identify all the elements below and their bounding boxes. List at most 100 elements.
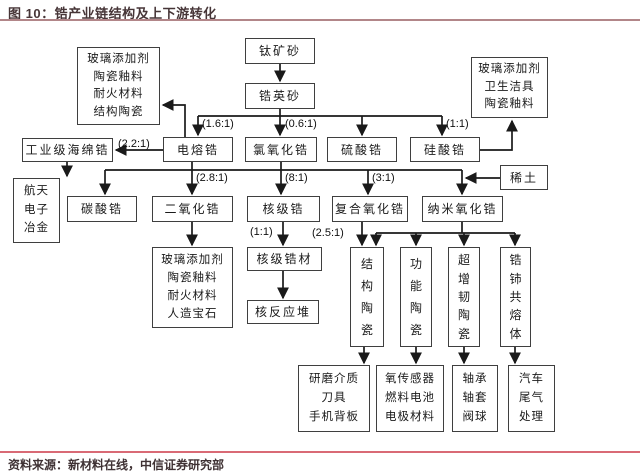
node-label: 陶 [409, 301, 422, 315]
node-composite-zirconia: 复合氧化锆 [332, 196, 408, 222]
node-label: 阀球 [462, 410, 488, 423]
node-label: 尾气 [519, 391, 544, 404]
node-auto-exhaust-apps: 汽车尾气处理 [508, 365, 555, 432]
node-nuclear-grade-zirconium-material: 核级锆材 [247, 247, 322, 271]
title-divider [0, 19, 640, 21]
node-label: 陶瓷釉料 [93, 70, 144, 83]
node-label: 硫酸锆 [340, 142, 383, 157]
node-label: 研磨介质 [309, 372, 359, 385]
node-label: 耐火材料 [167, 289, 218, 302]
node-label: 锆英砂 [258, 89, 301, 103]
node-fused-zirconia: 电熔锆 [163, 137, 233, 162]
node-zirconium-dioxide: 二氧化锆 [152, 196, 233, 222]
node-label: 汽车 [519, 372, 544, 385]
node-glass-additive-apps-left: 玻璃添加剂陶瓷釉料耐火材料结构陶瓷 [77, 47, 160, 125]
node-label: 氯氧化锆 [252, 142, 309, 157]
node-label: 体 [509, 326, 522, 341]
node-label: 纳米氧化锆 [427, 202, 498, 216]
node-label: 轴承 [462, 372, 488, 385]
node-label: 电熔锆 [176, 142, 219, 157]
ratio-silicate-label: (1:1) [446, 118, 469, 130]
node-nuclear-grade-zirconium: 核级锆 [247, 196, 320, 222]
node-label: 瓷 [409, 323, 422, 337]
node-label: 电子 [24, 203, 49, 216]
source-divider [0, 451, 640, 453]
node-label: 玻璃添加剂 [161, 253, 224, 266]
ratio-nuclear-material-label: (1:1) [250, 226, 273, 238]
node-label: 轴套 [462, 391, 488, 404]
node-sanitary-ware-apps-right: 玻璃添加剂卫生洁具陶瓷釉料 [471, 57, 548, 118]
node-zirconia-downstream-apps: 玻璃添加剂陶瓷釉料耐火材料人造宝石 [152, 247, 233, 328]
node-super-toughened-ceramics: 超增韧陶瓷 [448, 247, 480, 347]
node-label: 复合氧化锆 [334, 202, 405, 216]
node-label: 核反应堆 [254, 305, 311, 319]
node-oxygen-sensor-apps: 氧传感器燃料电池电极材料 [376, 365, 444, 432]
node-label: 构 [360, 279, 373, 293]
node-label: 共 [509, 289, 522, 304]
ratio-dioxide-label: (2.8:1) [196, 172, 228, 184]
node-label: 韧 [457, 289, 470, 304]
node-label: 航天 [24, 185, 49, 198]
node-rare-earth: 稀土 [500, 165, 548, 190]
node-label: 手机背板 [309, 410, 359, 423]
node-label: 核级锆材 [256, 252, 313, 266]
node-label: 核级锆 [262, 202, 305, 216]
node-zirconium-oxychloride: 氯氧化锆 [245, 137, 317, 162]
node-label: 铈 [509, 271, 522, 286]
edge-16 [480, 119, 518, 151]
source-caption: 资料来源：新材料在线，中信证券研究部 [8, 458, 225, 472]
node-functional-ceramics: 功能陶瓷 [400, 247, 432, 347]
ratio-fused-label: (1.6:1) [202, 118, 234, 130]
ratio-nuclear-label: (8:1) [285, 172, 308, 184]
node-zirconium-cerium-eutectic: 锆铈共熔体 [500, 247, 531, 347]
node-label: 处理 [519, 410, 544, 423]
node-label: 增 [457, 271, 470, 286]
node-label: 硅酸锆 [423, 142, 466, 157]
node-label: 电极材料 [385, 410, 435, 423]
node-label: 功 [409, 257, 422, 271]
edge-6 [161, 99, 186, 137]
node-label: 冶金 [24, 222, 49, 235]
node-label: 人造宝石 [167, 307, 218, 320]
figure-title: 图 10：锆产业链结构及上下游转化 [8, 6, 217, 21]
node-bearing-apps: 轴承轴套阀球 [452, 365, 498, 432]
node-label: 耐火材料 [93, 88, 144, 100]
node-aerospace-electronics-metallurgy: 航天电子冶金 [13, 178, 60, 243]
node-label: 钛矿砂 [258, 44, 301, 58]
node-label: 熔 [509, 308, 522, 323]
node-label: 锆 [509, 253, 522, 268]
node-label: 卫生洁具 [484, 80, 535, 93]
node-label: 陶 [457, 308, 470, 323]
ratio-sponge-label: (2.2:1) [118, 138, 150, 150]
node-label: 碳酸锆 [80, 202, 123, 216]
node-zircon-sand: 锆英砂 [245, 83, 315, 109]
node-nuclear-reactor: 核反应堆 [247, 300, 319, 324]
node-structural-ceramics: 结构陶瓷 [350, 247, 384, 347]
node-label: 超 [457, 253, 470, 268]
node-label: 工业级海绵锆 [25, 143, 110, 157]
node-zirconium-sulfate: 硫酸锆 [327, 137, 397, 162]
node-label: 结构陶瓷 [93, 105, 144, 118]
node-industrial-sponge-zirconium: 工业级海绵锆 [22, 138, 113, 162]
ratio-composite-label: (3:1) [372, 172, 395, 184]
node-label: 燃料电池 [385, 391, 435, 404]
node-label: 瓷 [360, 323, 373, 337]
node-label: 瓷 [457, 326, 470, 341]
node-label: 结 [360, 257, 373, 271]
node-zirconium-silicate: 硅酸锆 [410, 137, 480, 162]
ratio-oxychloride-label: (0.6:1) [285, 118, 317, 130]
ratio-structural-label: (2.5:1) [312, 227, 344, 239]
node-label: 玻璃添加剂 [478, 63, 541, 76]
node-label: 二氧化锆 [164, 202, 221, 216]
node-label: 陶 [360, 301, 373, 315]
node-label: 陶瓷釉料 [167, 271, 218, 284]
node-label: 陶瓷釉料 [484, 98, 535, 111]
node-zirconium-carbonate: 碳酸锆 [67, 196, 137, 222]
node-label: 刀具 [321, 391, 347, 404]
node-label: 能 [409, 279, 422, 293]
node-titanium-ore-sand: 钛矿砂 [245, 38, 315, 64]
node-grinding-media-apps: 研磨介质刀具手机背板 [298, 365, 370, 432]
node-nano-zirconia: 纳米氧化锆 [422, 196, 503, 222]
